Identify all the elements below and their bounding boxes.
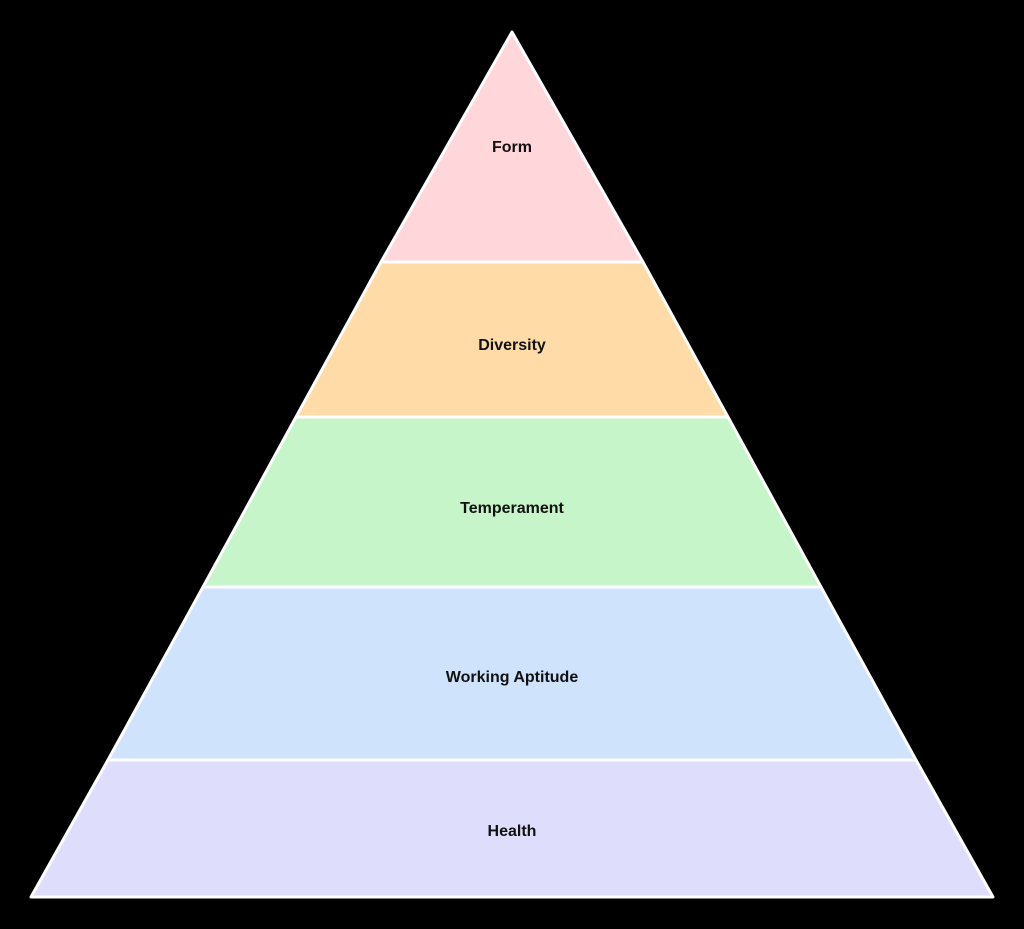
tier-label-form: Form [492, 139, 532, 156]
tier-label-temperament: Temperament [460, 500, 564, 517]
pyramid-tier-working-aptitude: Working Aptitude [106, 585, 918, 762]
tier-label-diversity: Diversity [478, 337, 546, 354]
tier-label-working-aptitude: Working Aptitude [446, 669, 579, 686]
pyramid-tier-temperament: Temperament [201, 415, 823, 589]
pyramid-tier-form: Form [379, 30, 645, 264]
tier-label-health: Health [488, 823, 537, 840]
tier-shape-health [29, 758, 995, 899]
pyramid-tier-health: Health [29, 758, 995, 899]
pyramid-tier-diversity: Diversity [294, 260, 730, 419]
